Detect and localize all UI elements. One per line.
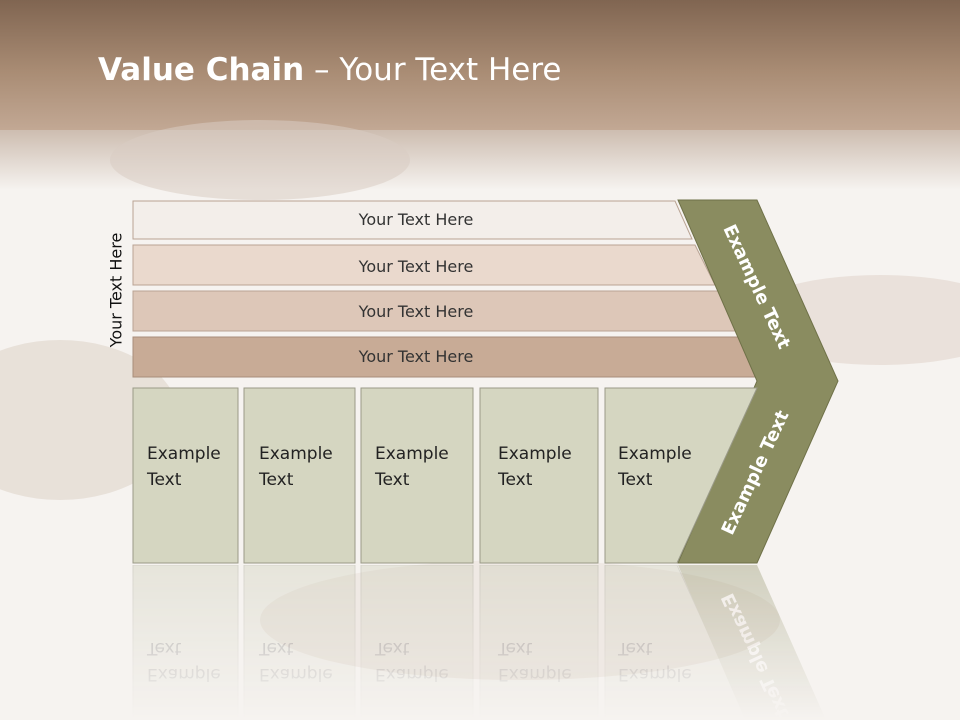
column-2-line1: Example (259, 444, 333, 464)
reflection-text-5a: Example (618, 664, 692, 684)
reflection-text-4a: Example (498, 664, 572, 684)
reflection-text-2b: Text (258, 638, 294, 658)
column-5[interactable]: Example Text (604, 387, 758, 564)
bar-4-label: Your Text Here (358, 347, 474, 366)
column-3[interactable]: Example Text (360, 387, 474, 564)
column-4-line1: Example (498, 444, 572, 464)
column-4[interactable]: Example Text (479, 387, 599, 564)
title-rest: – Your Text Here (304, 52, 562, 88)
bar-4[interactable]: Your Text Here (132, 336, 763, 378)
column-2[interactable]: Example Text (243, 387, 356, 564)
slide-title: Value Chain – Your Text Here (98, 52, 561, 88)
bar-2[interactable]: Your Text Here (132, 244, 716, 286)
bar-1[interactable]: Your Text Here (132, 200, 693, 240)
column-3-line2: Text (374, 470, 410, 490)
column-1[interactable]: Example Text (132, 387, 239, 564)
bar-3-label: Your Text Here (358, 302, 474, 321)
column-4-line2: Text (497, 470, 533, 490)
bar-1-label: Your Text Here (358, 210, 474, 229)
bar-3[interactable]: Your Text Here (132, 290, 739, 332)
reflection-text-4b: Text (497, 638, 533, 658)
column-1-line1: Example (147, 444, 221, 464)
diagram-reflection: Example Text Example Text Example Text E… (132, 564, 826, 720)
reflection-text-3b: Text (374, 638, 410, 658)
reflection-text-3a: Example (375, 664, 449, 684)
column-5-line2: Text (617, 470, 653, 490)
bar-2-label: Your Text Here (358, 257, 474, 276)
column-5-line1: Example (618, 444, 692, 464)
column-2-line2: Text (258, 470, 294, 490)
column-1-line2: Text (146, 470, 182, 490)
reflection-text-1b: Text (146, 638, 182, 658)
column-3-line1: Example (375, 444, 449, 464)
reflection-text-2a: Example (259, 664, 333, 684)
title-bold: Value Chain (98, 52, 305, 88)
reflection-text-1a: Example (147, 664, 221, 684)
reflection-text-5b: Text (617, 638, 653, 658)
